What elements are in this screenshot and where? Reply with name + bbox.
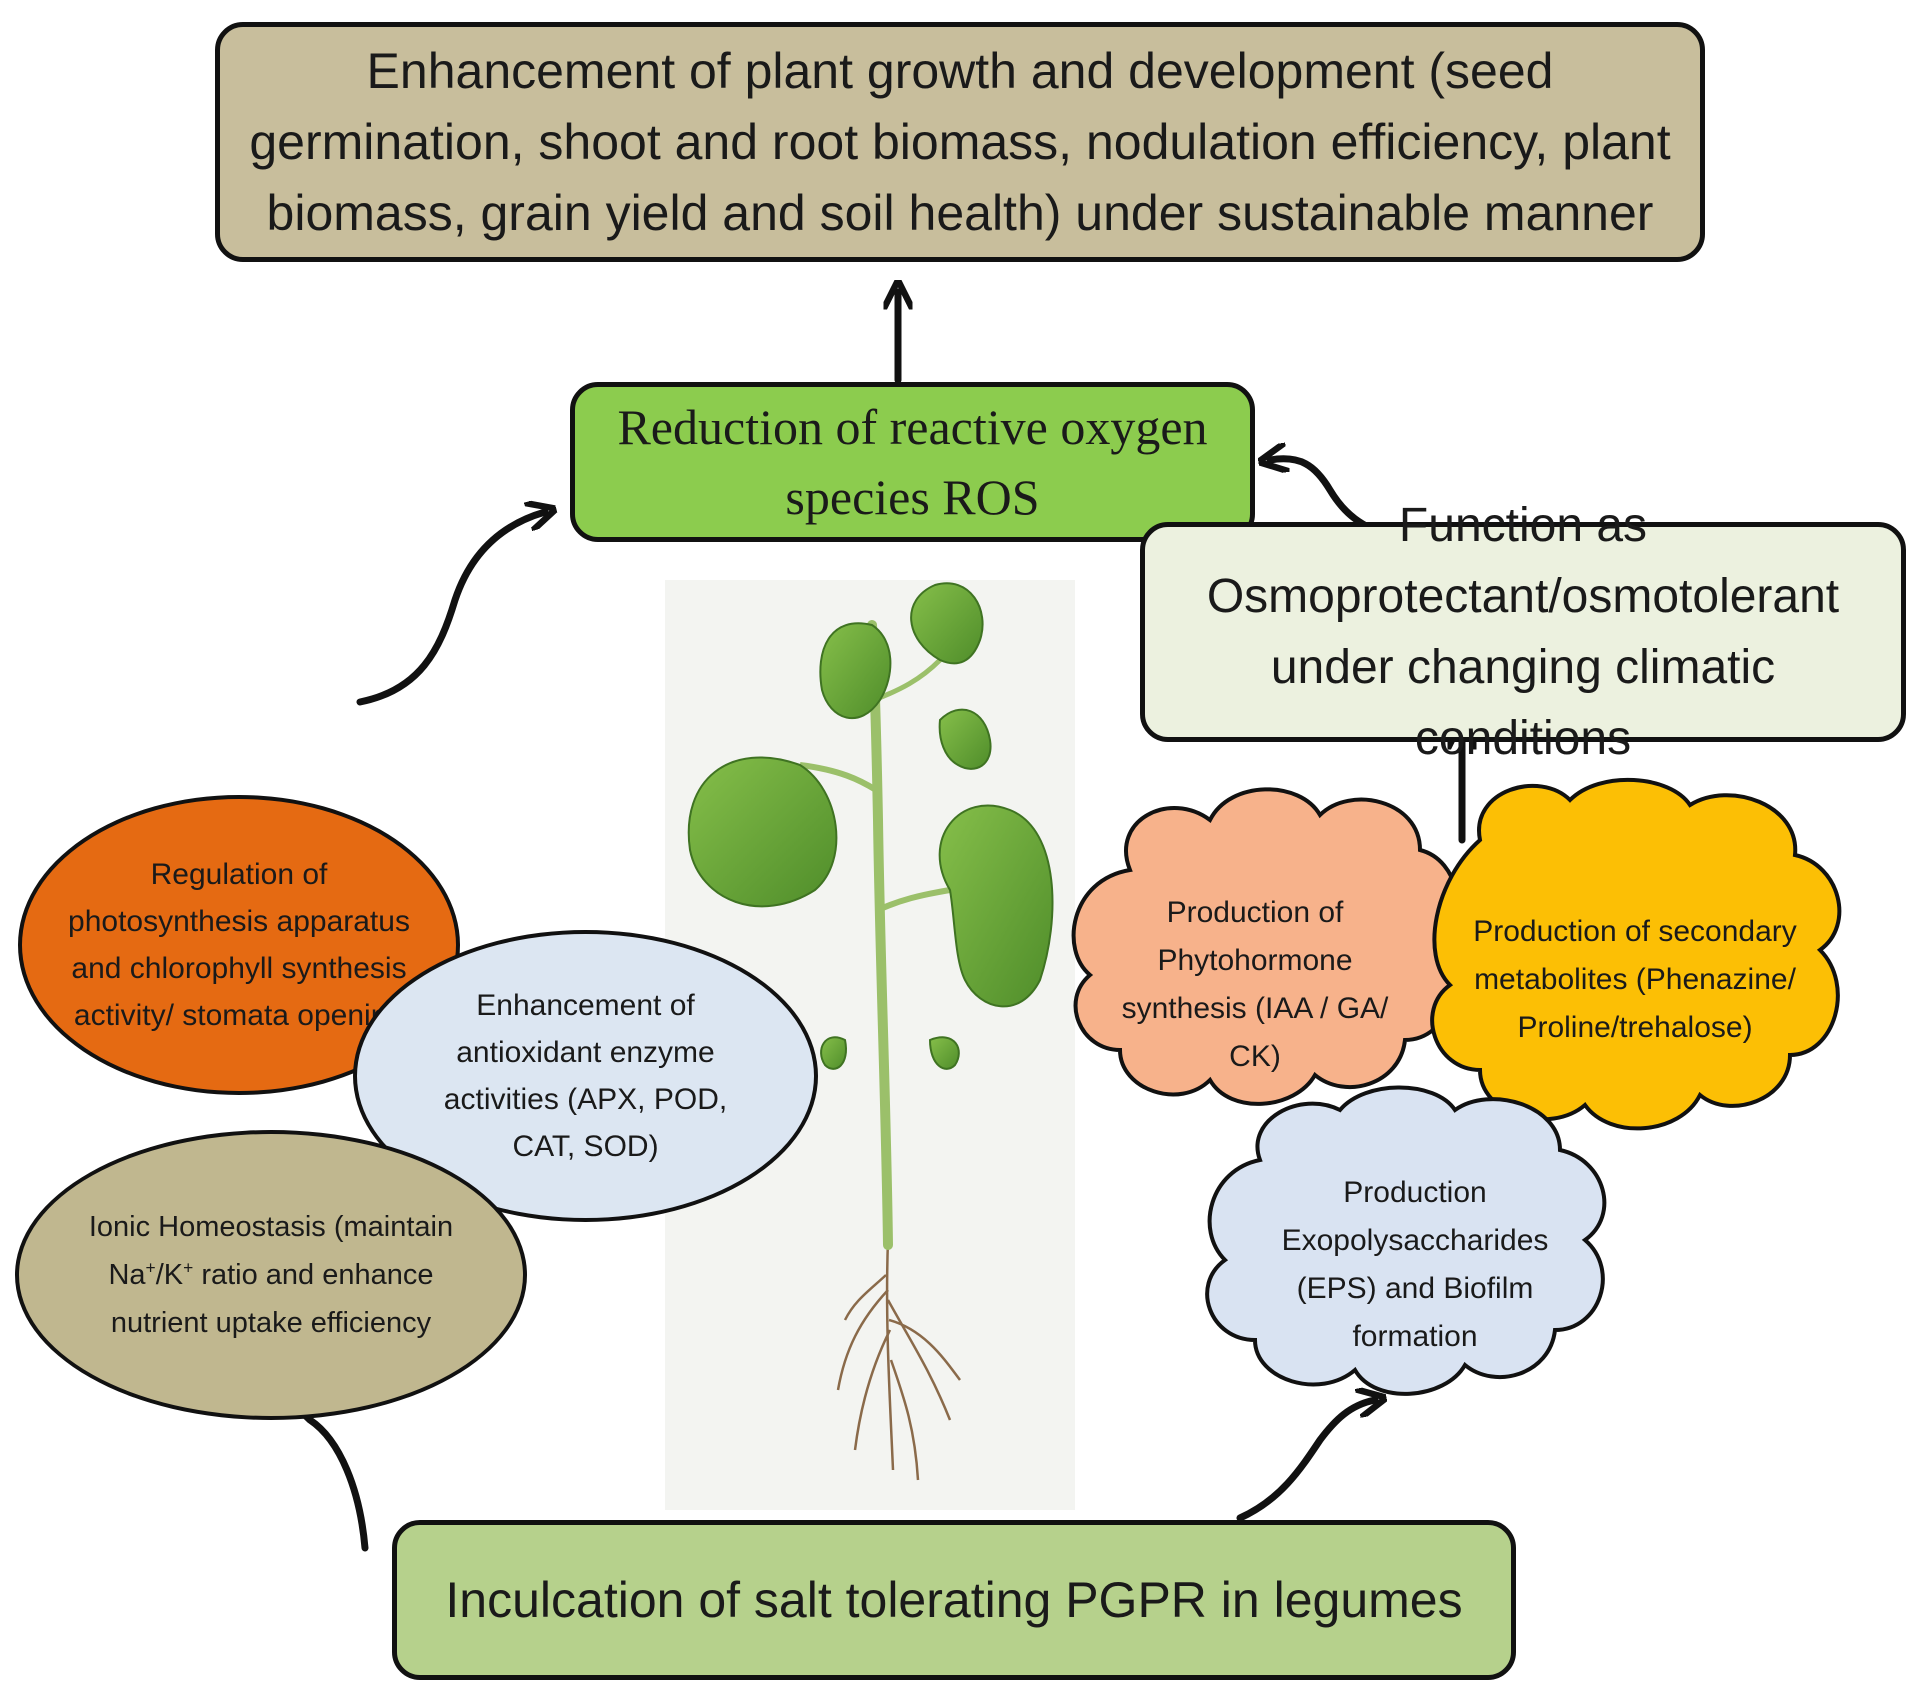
plant-branch xyxy=(799,762,878,793)
eps-biofilm-label: Production Exopolysaccharides (EPS) and … xyxy=(1281,1176,1549,1353)
growth-enhancement-label: Enhancement of plant growth and developm… xyxy=(249,42,1671,241)
ionic-homeostasis-ellipse: Ionic Homeostasis (maintain Na+/K+ ratio… xyxy=(15,1130,527,1420)
ros-reduction-box: Reduction of reactive oxygen species ROS xyxy=(570,382,1255,542)
osmoprotectant-box: Function as Osmoprotectant/osmotolerant … xyxy=(1140,499,1906,765)
ionic-text-part: ratio and enhance nutrient uptake effici… xyxy=(110,1259,434,1339)
ionic-text-part: Ionic Homeostasis (maintain Na xyxy=(88,1211,454,1291)
antioxidant-enzymes-label: Enhancement of antioxidant enzyme activi… xyxy=(443,989,728,1163)
growth-enhancement-box: Enhancement of plant growth and developm… xyxy=(215,22,1705,262)
ros-reduction-label: Reduction of reactive oxygen species ROS xyxy=(617,399,1208,525)
secondary-metabolites-label: Production of secondary metabolites (Phe… xyxy=(1473,915,1797,1044)
osmoprotectant-label: Function as Osmoprotectant/osmotolerant … xyxy=(1206,499,1840,765)
arrow-inoc-to-eps xyxy=(1236,1400,1375,1522)
phytohormone-cloud xyxy=(1071,787,1460,1106)
photosynthesis-regulation-label: Regulation of photosynthesis apparatus a… xyxy=(68,858,410,1032)
sodium-charge: + xyxy=(145,1257,156,1278)
pgpr-inoculation-box: Inculcation of salt tolerating PGPR in l… xyxy=(392,1520,1516,1680)
plant-branch xyxy=(876,887,951,913)
arrow-left-to-ros xyxy=(356,512,545,706)
phytohormone-label: Production of Phytohormone synthesis (IA… xyxy=(1121,896,1389,1073)
plant-leaves xyxy=(687,582,1054,1070)
secondary-metabolites-cloud xyxy=(1430,777,1842,1131)
potassium-charge: + xyxy=(183,1257,194,1278)
plant-roots xyxy=(836,1239,962,1481)
eps-cloud xyxy=(1205,1085,1607,1396)
pgpr-inoculation-label: Inculcation of salt tolerating PGPR in l… xyxy=(445,1572,1463,1628)
ionic-homeostasis-label: Ionic Homeostasis (maintain Na+/K+ ratio… xyxy=(77,1203,465,1347)
ionic-text-part: /K xyxy=(155,1259,184,1291)
